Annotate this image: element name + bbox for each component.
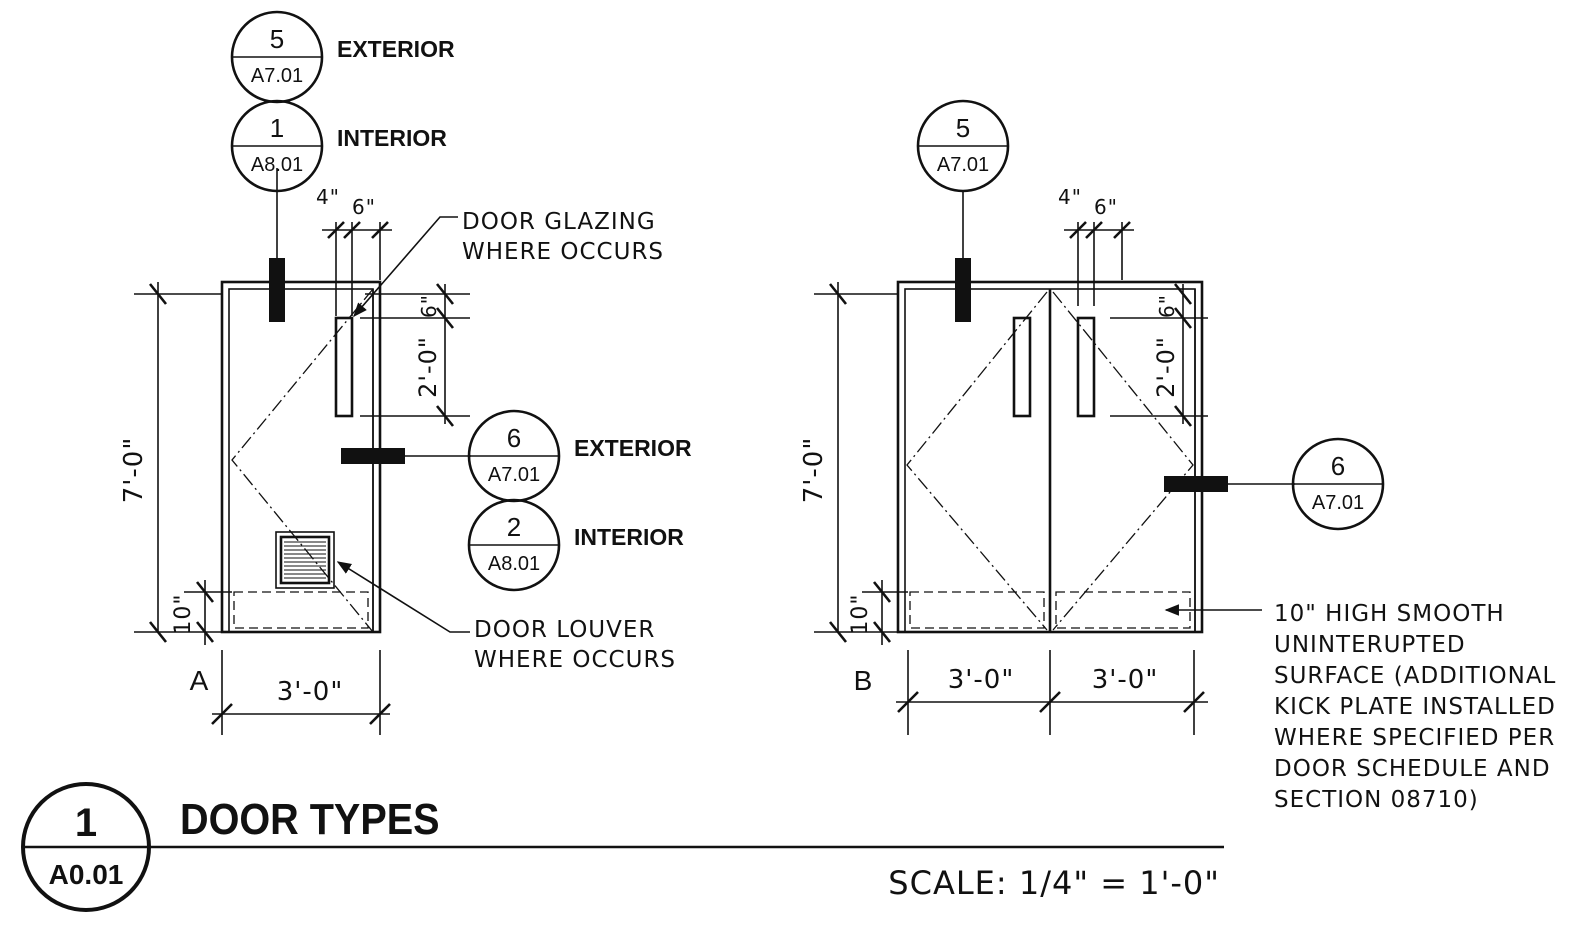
door-a-jamb-bubble-2: 2 A8.01 <box>467 498 561 592</box>
door-a-glass-width-dim: 6" <box>352 195 376 219</box>
door-b-head-bubble-5: 5 A7.01 <box>916 99 1010 193</box>
door-a-head-bubble-5-label: EXTERIOR <box>337 36 455 62</box>
door-b-kick-note: 10" HIGH SMOOTH UNINTERUPTED SURFACE (AD… <box>1274 601 1556 813</box>
door-b-glazing-top-dim: 6" <box>1155 294 1179 318</box>
door-b-edge-dim: 4" <box>1058 185 1082 209</box>
door-a-height-dim: 7'-0" <box>119 437 149 504</box>
door-b-left-swing <box>906 291 1048 631</box>
door-a-glazing-note-line1: DOOR GLAZING <box>462 209 656 235</box>
svg-text:6: 6 <box>1331 451 1345 481</box>
drawing-title: DOOR TYPES <box>180 794 440 843</box>
door-a-louver-note-line2: WHERE OCCURS <box>474 647 676 673</box>
door-a-jamb-section-cut <box>341 448 405 464</box>
door-b-right-vision-lite <box>1076 316 1096 418</box>
detail-number: 1 <box>75 801 97 845</box>
door-a-kick-plate <box>233 591 369 629</box>
svg-text:5: 5 <box>270 24 284 54</box>
svg-text:10" HIGH SMOOTH: 10" HIGH SMOOTH <box>1274 601 1505 627</box>
door-a-glazing-height-dim: 2'-0" <box>414 336 442 398</box>
door-a-head-bubble-1-label: INTERIOR <box>337 125 447 151</box>
door-b-label: B <box>854 665 873 696</box>
door-a-swing-lines <box>231 288 374 633</box>
door-a-glazing-top-dim: 6" <box>417 294 441 318</box>
svg-text:DOOR SCHEDULE AND: DOOR SCHEDULE AND <box>1274 756 1551 782</box>
door-a-louver <box>275 531 335 589</box>
svg-text:A7.01: A7.01 <box>1312 492 1364 514</box>
door-b-jamb-bubble-6: 6 A7.01 <box>1291 437 1385 531</box>
svg-text:A8.01: A8.01 <box>488 553 540 575</box>
drawing-scale: SCALE: 1/4" = 1'-0" <box>888 864 1220 902</box>
door-a-kick-dim: 10" <box>171 593 196 634</box>
door-a-louver-leader <box>336 561 470 633</box>
door-b-right-swing <box>1052 291 1194 631</box>
door-b-kick-dim: 10" <box>848 593 873 634</box>
svg-text:KICK PLATE INSTALLED: KICK PLATE INSTALLED <box>1274 694 1556 720</box>
door-a-width-dim: 3'-0" <box>277 677 344 707</box>
door-a-head-bubble-5: 5 A7.01 <box>230 10 324 104</box>
title-block: 1 A0.01 DOOR TYPES SCALE: 1/4" = 1'-0" <box>21 782 1224 912</box>
door-b-glass-width-dim: 6" <box>1094 195 1118 219</box>
door-a: 7'-0" 10" 3'-0" A 4" 6" 6" 2'-0" <box>119 10 692 735</box>
svg-text:SECTION 08710): SECTION 08710) <box>1274 787 1479 813</box>
door-b-head-section-cut <box>955 258 971 322</box>
door-a-jamb-bubble-2-label: INTERIOR <box>574 524 684 550</box>
door-b-right-width-dim: 3'-0" <box>1092 665 1159 695</box>
door-a-edge-dim: 4" <box>316 185 340 209</box>
door-b-left-kick-plate <box>909 591 1045 629</box>
door-b-left-width-dim: 3'-0" <box>948 665 1015 695</box>
svg-text:WHERE SPECIFIED PER: WHERE SPECIFIED PER <box>1274 725 1555 751</box>
door-b-right-kick-plate <box>1055 591 1191 629</box>
door-b-jamb-section-cut <box>1164 476 1228 492</box>
svg-text:A8.01: A8.01 <box>251 154 303 176</box>
door-b-left-vision-lite <box>1012 316 1032 418</box>
door-b-glazing-height-dim: 2'-0" <box>1152 336 1180 398</box>
svg-text:6: 6 <box>507 423 521 453</box>
door-a-label: A <box>190 665 209 696</box>
door-a-glazing-leader <box>353 216 458 318</box>
svg-text:SURFACE (ADDITIONAL: SURFACE (ADDITIONAL <box>1274 663 1556 689</box>
door-a-jamb-bubble-6-label: EXTERIOR <box>574 435 692 461</box>
detail-sheet: A0.01 <box>49 859 124 890</box>
svg-text:1: 1 <box>270 113 284 143</box>
door-a-louver-note-line1: DOOR LOUVER <box>474 617 655 643</box>
door-a-glazing-note-line2: WHERE OCCURS <box>462 239 664 265</box>
svg-text:A7.01: A7.01 <box>251 65 303 87</box>
svg-text:2: 2 <box>507 512 521 542</box>
svg-text:5: 5 <box>956 113 970 143</box>
door-a-head-section-cut <box>269 258 285 322</box>
door-a-head-bubble-1: 1 A8.01 <box>230 99 324 193</box>
door-b-height-dim: 7'-0" <box>799 437 829 504</box>
door-a-jamb-bubble-6: 6 A7.01 <box>467 409 561 503</box>
svg-text:UNINTERUPTED: UNINTERUPTED <box>1274 632 1466 658</box>
svg-text:A7.01: A7.01 <box>937 154 989 176</box>
door-a-vision-lite <box>334 316 354 418</box>
svg-text:A7.01: A7.01 <box>488 464 540 486</box>
door-b: 7'-0" 10" 3'-0" 3'-0" B 4" 6" <box>799 99 1556 813</box>
